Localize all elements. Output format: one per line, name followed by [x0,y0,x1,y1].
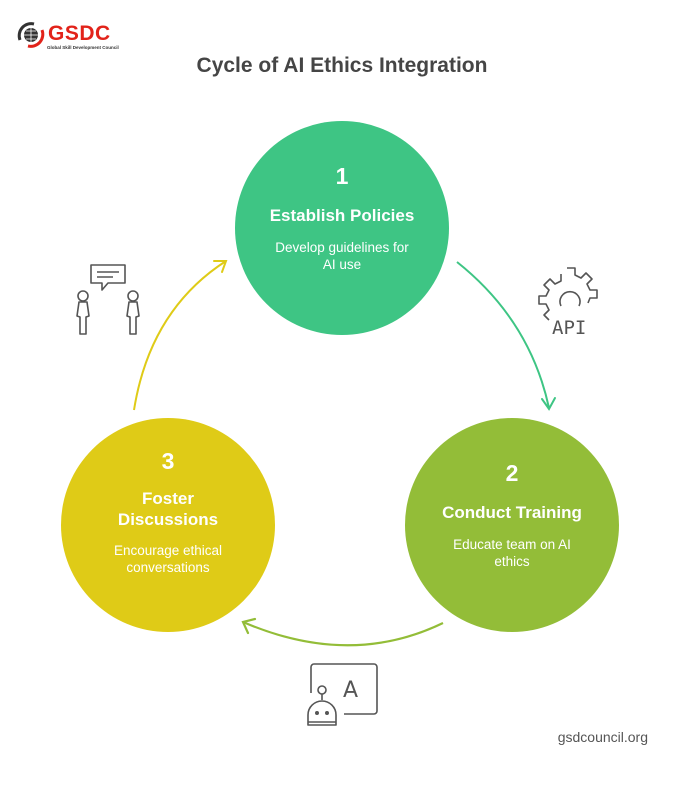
step-description: Encourage ethical conversations [113,543,223,575]
api-gear-icon: API [538,267,598,339]
step-number: 2 [505,460,519,486]
step-number: 1 [335,163,349,189]
arrow-3-to-1 [133,260,228,411]
footer-website: gsdcouncil.org [557,729,648,745]
globe-icon [17,22,45,48]
step-1-circle: 1 Establish Policies Develop guidelines … [235,121,449,335]
people-conversation-icon [76,264,140,335]
step-number: 3 [161,448,175,474]
robot-teaching-icon: A [307,663,378,726]
arrow-1-to-2 [456,261,556,411]
step-3-circle: 3 Foster Discussions Encourage ethical c… [61,418,275,632]
step-description: Develop guidelines for AI use [275,240,409,272]
step-2-circle: 2 Conduct Training Educate team on AI et… [405,418,619,632]
svg-text:API: API [552,317,586,339]
page-title: Cycle of AI Ethics Integration [196,54,488,77]
step-heading: Foster Discussions [117,489,219,529]
step-heading: Establish Policies [269,206,415,225]
logo-subtitle: Global Skill Development Council [47,45,119,50]
step-description: Educate team on AI ethics [453,537,571,569]
logo-text: GSDC [48,22,111,45]
svg-text:A: A [343,678,358,703]
arrow-2-to-3 [241,617,444,647]
gsdc-logo: GSDC Global Skill Development Council [14,18,124,50]
step-heading: Conduct Training [442,503,582,522]
